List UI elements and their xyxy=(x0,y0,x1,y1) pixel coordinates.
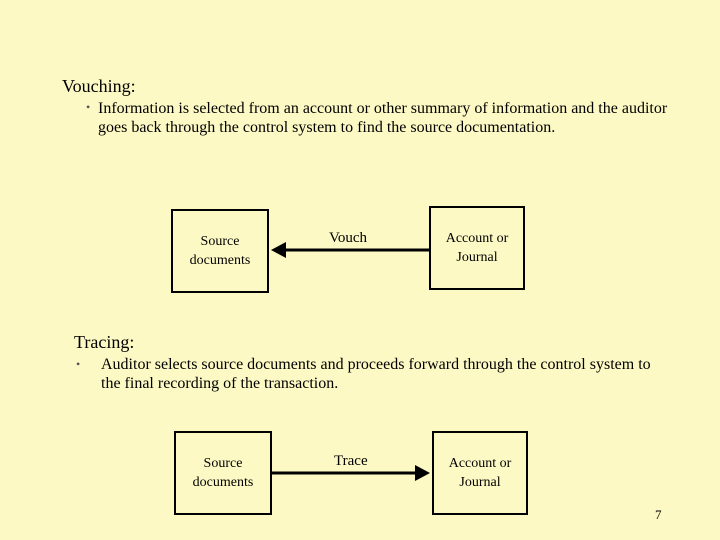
tracing-bullet-dot: • xyxy=(76,357,81,371)
vouch-arrow xyxy=(271,242,429,258)
vouching-account-journal-label: Account or Journal xyxy=(445,231,509,265)
tracing-account-journal-label: Account or Journal xyxy=(448,456,512,490)
vouching-bullet-dot: • xyxy=(86,100,91,114)
vouching-bullet-text: Information is selected from an account … xyxy=(98,100,668,136)
tracing-heading: Tracing: xyxy=(74,332,135,352)
trace-label: Trace xyxy=(334,453,368,469)
vouching-account-journal-box: Account or Journal xyxy=(429,206,525,290)
vouch-label: Vouch xyxy=(329,230,368,246)
trace-arrow xyxy=(272,465,430,481)
tracing-source-documents-label: Source documents xyxy=(192,456,254,490)
tracing-source-documents-box: Source documents xyxy=(174,431,272,515)
tracing-account-journal-box: Account or Journal xyxy=(432,431,528,515)
vouching-heading: Vouching: xyxy=(62,76,136,96)
vouching-source-documents-box: Source documents xyxy=(171,209,269,293)
vouching-source-documents-label: Source documents xyxy=(189,234,251,268)
page-number: 7 xyxy=(655,507,662,522)
tracing-bullet-text: Auditor selects source documents and pro… xyxy=(101,356,651,392)
